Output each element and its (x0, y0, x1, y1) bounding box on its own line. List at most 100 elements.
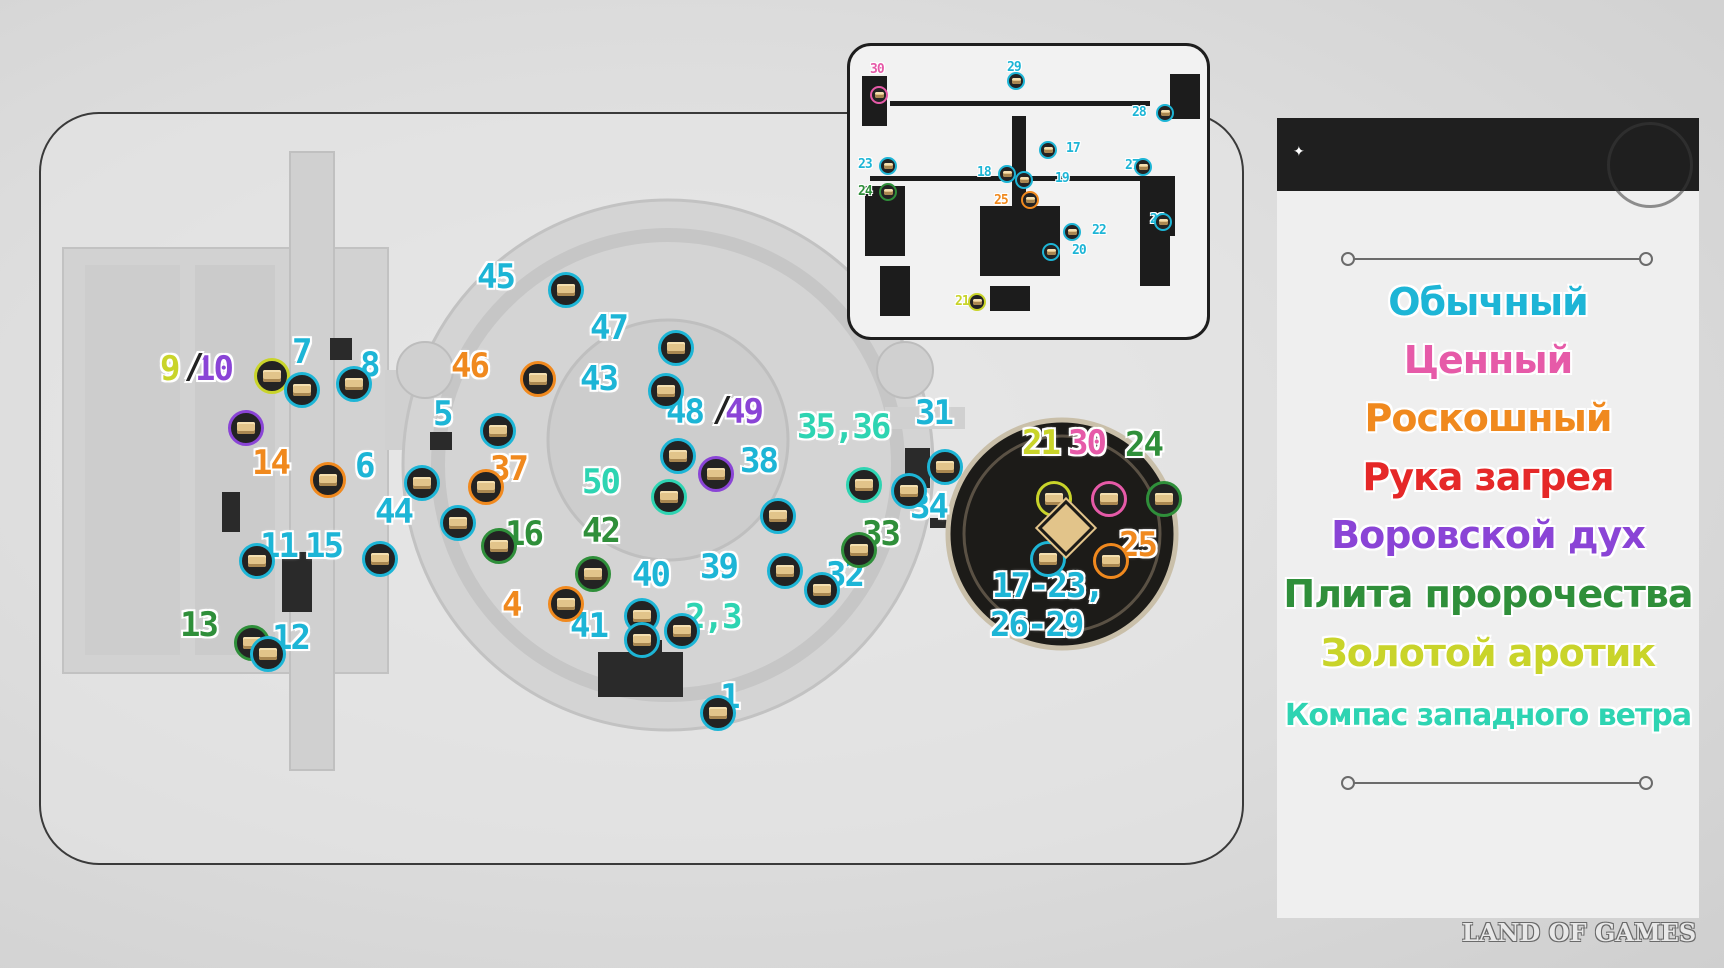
marker-label-l31: 31 (915, 393, 954, 433)
minimap-label-i25: 25 (994, 193, 1009, 208)
legend-item-thief: Воровской дух (1331, 513, 1646, 557)
marker-label-l21: 21 (1022, 423, 1061, 463)
west-hall-corridor (289, 151, 335, 771)
treasure-chest-icon[interactable] (284, 372, 320, 408)
treasure-chest-icon[interactable] (658, 330, 694, 366)
treasure-chest-icon[interactable] (480, 413, 516, 449)
minimap-label-i28: 28 (1132, 105, 1147, 120)
emblem-icon (1607, 122, 1693, 208)
treasure-chest-icon[interactable] (624, 622, 660, 658)
marker-label-l42: 42 (582, 511, 621, 551)
treasure-chest-icon[interactable] (1021, 191, 1039, 209)
bridge-post (430, 432, 452, 450)
treasure-chest-icon[interactable] (336, 366, 372, 402)
treasure-chest-icon[interactable] (1093, 543, 1129, 579)
west-building (330, 338, 352, 360)
treasure-chest-icon[interactable] (1015, 171, 1033, 189)
treasure-chest-icon[interactable] (846, 467, 882, 503)
sparkle-icon: ✦ (1293, 144, 1305, 160)
marker-label-l10: 10 (195, 349, 234, 389)
treasure-chest-icon[interactable] (968, 293, 986, 311)
minimap-label-i24: 24 (858, 184, 873, 199)
treasure-chest-icon[interactable] (664, 613, 700, 649)
minimap-wall (890, 101, 1150, 106)
marker-label-l13: 13 (180, 605, 219, 645)
treasure-chest-icon[interactable] (648, 373, 684, 409)
west-hall-wing (85, 265, 180, 655)
west-building (222, 492, 240, 532)
treasure-chest-icon[interactable] (1091, 481, 1127, 517)
minimap-room (980, 206, 1060, 276)
treasure-chest-icon[interactable] (804, 572, 840, 608)
treasure-chest-icon[interactable] (1154, 213, 1172, 231)
treasure-chest-icon[interactable] (520, 361, 556, 397)
treasure-chest-icon[interactable] (841, 532, 877, 568)
label-slash: / (712, 390, 733, 430)
marker-label-l43: 43 (580, 359, 619, 399)
treasure-chest-icon[interactable] (481, 528, 517, 564)
treasure-chest-icon[interactable] (1042, 243, 1060, 261)
sanctum-circle-ring (962, 434, 1162, 634)
treasure-chest-icon[interactable] (575, 556, 611, 592)
marker-label-l5: 5 (433, 394, 454, 434)
east-bridge (885, 407, 965, 429)
marker-label-l30: 30 (1068, 423, 1107, 463)
treasure-chest-icon[interactable] (1063, 223, 1081, 241)
treasure-chest-icon[interactable] (998, 165, 1016, 183)
treasure-chest-icon[interactable] (660, 438, 696, 474)
minimap-label-i19: 19 (1055, 171, 1070, 186)
minimap-label-i17: 17 (1066, 141, 1081, 156)
minimap-label-i23: 23 (858, 157, 873, 172)
treasure-chest-icon[interactable] (767, 553, 803, 589)
marker-label-l46: 46 (451, 346, 490, 386)
marker-label-l49: 49 (725, 392, 764, 432)
minimap-label-i18: 18 (977, 165, 992, 180)
marker-label-l50: 50 (582, 462, 621, 502)
minimap-room (880, 266, 910, 316)
marker-label-l14: 14 (252, 443, 291, 483)
treasure-chest-icon[interactable] (1039, 141, 1057, 159)
treasure-chest-icon[interactable] (1007, 72, 1025, 90)
treasure-chest-icon[interactable] (404, 465, 440, 501)
treasure-chest-icon[interactable] (698, 456, 734, 492)
treasure-chest-icon[interactable] (1156, 104, 1174, 122)
minimap-label-i29: 29 (1007, 60, 1022, 75)
minimap-label-i20: 20 (1072, 243, 1087, 258)
south-gate (598, 652, 683, 697)
marker-label-l3536: 35,36 (797, 407, 891, 447)
label-slash: / (184, 347, 205, 387)
treasure-chest-icon[interactable] (651, 479, 687, 515)
treasure-chest-icon[interactable] (440, 505, 476, 541)
treasure-chest-icon[interactable] (362, 541, 398, 577)
legend-item-precious: Ценный (1403, 338, 1574, 382)
marker-label-l7: 7 (292, 332, 313, 372)
minimap-room (1140, 236, 1170, 286)
treasure-chest-icon[interactable] (891, 473, 927, 509)
treasure-chest-icon[interactable] (879, 183, 897, 201)
west-hall-wing (195, 265, 275, 655)
treasure-chest-icon[interactable] (548, 272, 584, 308)
plaza-tower (876, 341, 934, 399)
legend-item-plate: Плита пророчества (1283, 572, 1693, 616)
plaza-tower (396, 341, 454, 399)
marker-label-l2629: 26-29 (990, 605, 1084, 645)
treasure-chest-icon[interactable] (310, 462, 346, 498)
treasure-chest-icon[interactable] (760, 498, 796, 534)
treasure-chest-icon[interactable] (239, 543, 275, 579)
treasure-chest-icon[interactable] (1146, 481, 1182, 517)
treasure-chest-icon[interactable] (879, 157, 897, 175)
minimap-inset: 3029281723271819242526222021 (847, 43, 1210, 340)
treasure-chest-icon[interactable] (700, 695, 736, 731)
marker-label-l44: 44 (375, 492, 414, 532)
treasure-chest-icon[interactable] (548, 586, 584, 622)
treasure-chest-icon[interactable] (250, 636, 286, 672)
treasure-chest-icon[interactable] (870, 86, 888, 104)
minimap-room (990, 286, 1030, 311)
treasure-chest-icon[interactable] (468, 469, 504, 505)
treasure-chest-icon[interactable] (1134, 158, 1152, 176)
marker-label-l39: 39 (700, 547, 739, 587)
treasure-chest-icon[interactable] (927, 449, 963, 485)
marker-label-l45: 45 (477, 257, 516, 297)
treasure-chest-icon[interactable] (228, 410, 264, 446)
